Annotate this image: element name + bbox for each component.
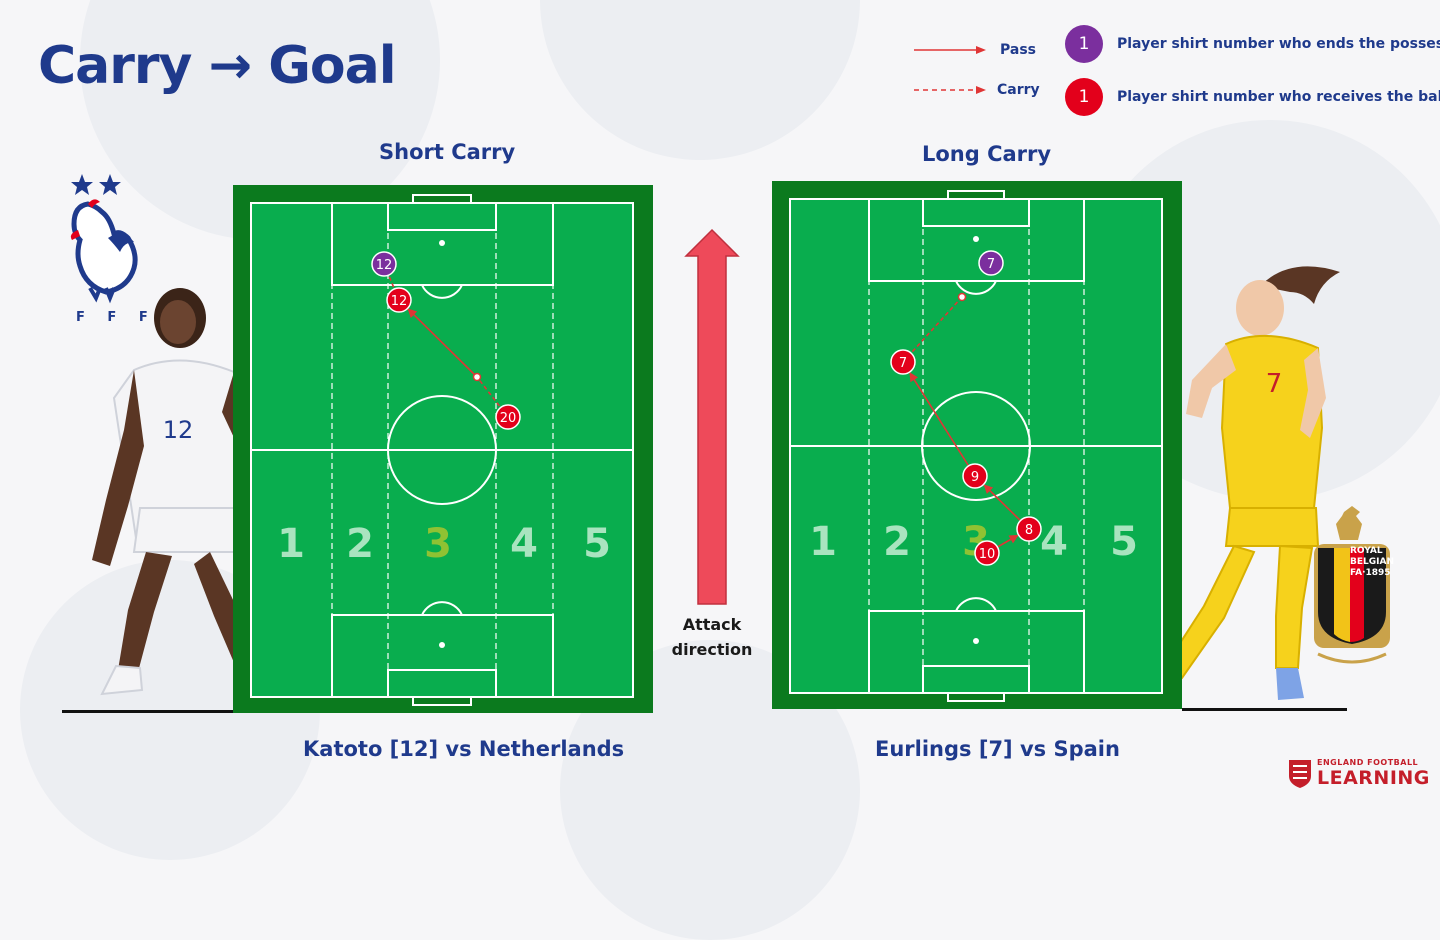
player-marker-10 — [974, 540, 1000, 566]
player-number-12: 12 — [391, 294, 408, 309]
branding-top: ENGLAND FOOTBALL — [1317, 758, 1419, 767]
ends-possession-marker: 1 — [1065, 25, 1103, 63]
player-marker-7 — [978, 250, 1004, 276]
arrow-head — [407, 308, 418, 318]
long-carry-title: Long Carry — [922, 142, 1052, 166]
lane-number-4: 4 — [1040, 519, 1068, 565]
attack-direction-line1: Attack — [682, 615, 742, 634]
player-number-7: 7 — [987, 257, 995, 272]
lane-number-2: 2 — [346, 521, 374, 567]
svg-text:7: 7 — [1266, 369, 1283, 399]
player-number-10: 10 — [979, 547, 996, 562]
player-number-7: 7 — [899, 356, 907, 371]
lane-number-1: 1 — [277, 521, 305, 567]
attack-direction-line2: direction — [671, 640, 753, 659]
arrow-head — [1008, 534, 1019, 544]
branding-bottom: LEARNING — [1317, 767, 1430, 789]
lane-number-1: 1 — [809, 519, 837, 565]
background-shape — [540, 0, 860, 160]
carry-legend-arrow — [914, 86, 986, 94]
short-carry-title: Short Carry — [379, 140, 516, 164]
receives-ball-marker: 1 — [1065, 78, 1103, 116]
attack-direction-label: Attack direction — [668, 612, 756, 662]
arrow-head — [983, 484, 994, 494]
player-marker-12 — [371, 251, 397, 277]
attack-direction-arrow-icon — [684, 228, 740, 605]
long-carry-caption: Eurlings [7] vs Spain — [875, 737, 1120, 761]
player-number-12: 12 — [376, 258, 393, 273]
pass-legend-label: Pass — [1000, 42, 1036, 58]
lane-number-3: 3 — [424, 521, 452, 567]
lane-number-5: 5 — [1110, 519, 1138, 565]
carry-legend-label: Carry — [997, 82, 1040, 98]
belgium-crest-icon — [1314, 506, 1390, 664]
player-marker-9 — [962, 463, 988, 489]
lane-number-2: 2 — [883, 519, 911, 565]
receives-ball-label: Player shirt number who receives the bal… — [1117, 89, 1440, 105]
player-marker-7 — [890, 349, 916, 375]
pass-legend-arrow — [914, 46, 986, 54]
katoto-player-image: 12 — [92, 288, 270, 696]
carry-end-marker — [957, 292, 967, 302]
short-carry-caption: Katoto [12] vs Netherlands — [303, 737, 625, 761]
france-federation-letters: F F F — [76, 310, 157, 325]
ground-line — [62, 710, 237, 713]
player-marker-20 — [495, 404, 521, 430]
eurlings-player-image: 7 — [1156, 266, 1340, 702]
player-number-9: 9 — [971, 470, 979, 485]
page-title: Carry → Goal — [38, 36, 397, 96]
player-number-20: 20 — [500, 411, 517, 426]
pass-line — [908, 371, 976, 477]
ground-line — [1182, 708, 1347, 711]
arrow-head — [909, 372, 919, 383]
lane-number-4: 4 — [510, 521, 538, 567]
belgium-crest-text: ROYAL BELGIAN FA·1895 — [1350, 546, 1394, 578]
england-lions-logo-icon — [1289, 760, 1311, 788]
lane-number-5: 5 — [583, 521, 611, 567]
player-marker-12 — [386, 287, 412, 313]
ends-possession-label: Player shirt number who ends the possess… — [1117, 36, 1440, 52]
carry-end-marker — [472, 372, 482, 382]
svg-text:12: 12 — [163, 416, 194, 444]
player-number-8: 8 — [1025, 523, 1033, 538]
pass-line — [406, 307, 478, 378]
france-crest-icon — [70, 174, 138, 304]
player-marker-8 — [1016, 516, 1042, 542]
